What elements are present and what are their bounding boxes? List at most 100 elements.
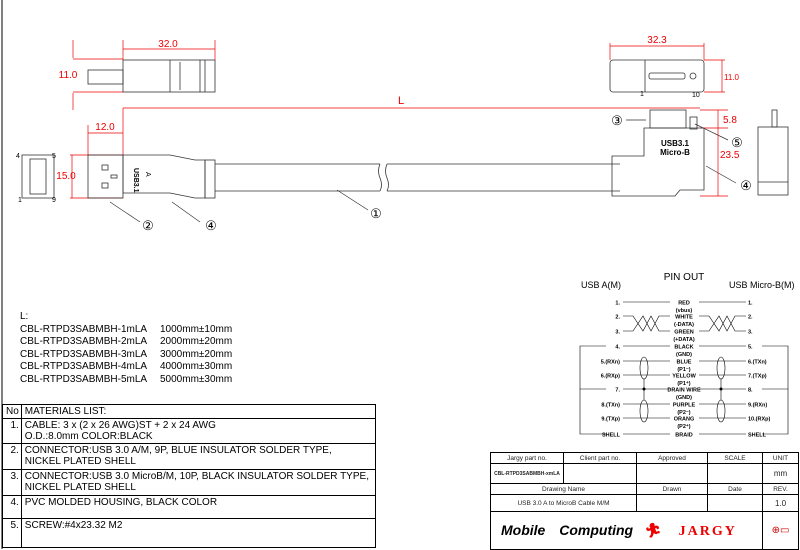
material-line-2: NICKEL PLATED SHELL — [24, 482, 136, 493]
callout-3: ③ — [611, 113, 623, 128]
wire-color: DRAIN WIRE — [667, 388, 701, 394]
pin-left-label: 9.(TXp) — [601, 417, 620, 423]
material-row: 3.CONNECTOR:USB 3.0 MicroB/M, 10P, BLACK… — [2, 469, 377, 496]
material-line-1: SCREW:#4x23.32 M2 — [24, 520, 123, 531]
rev-header: REV. — [762, 483, 799, 495]
length-value: 2000mm±20mm — [160, 336, 233, 348]
approved-header: Approved — [636, 452, 708, 464]
dim-b-height: 11.0 — [724, 73, 740, 82]
materials-header: MATERIALS LIST: — [20, 404, 377, 419]
length-part: CBL-RTPD3SABMBH-3mLA — [20, 348, 148, 360]
junction-dot — [642, 387, 646, 391]
callout-2: ② — [142, 218, 154, 233]
pin-right-label: 6.(TXn) — [748, 360, 767, 366]
a-pin-5: 5 — [52, 153, 56, 160]
pin-right-label: 3. — [748, 330, 753, 336]
pinout-right-title: USB Micro-B(M) — [729, 280, 795, 290]
material-row: 4.PVC MOLDED HOUSING, BLACK COLOR — [2, 495, 377, 519]
callout-4: ④ — [205, 218, 217, 233]
pin-right-label: SHELL — [748, 433, 767, 439]
material-row: 1.CABLE: 3 x (2 x 26 AWG)ST + 2 x 24 AWG… — [2, 418, 377, 444]
material-line-2: O.D.:8.0mm COLOR:BLACK — [24, 431, 153, 442]
dim-b-plug: 5.8 — [723, 115, 737, 126]
mobile-logo: Mobile — [501, 521, 546, 538]
material-no: 5. — [2, 518, 22, 548]
micro-b-marking: USB3.1 — [661, 139, 690, 148]
shield-pair — [716, 399, 726, 423]
dim-cable-length: L — [398, 95, 404, 107]
micro-b-dimensions — [609, 43, 728, 197]
a-pin-4: 4 — [16, 153, 20, 160]
material-no: 2. — [2, 443, 22, 470]
unit-header: UNIT — [762, 452, 799, 464]
pin-right-label: 7.(TXp) — [748, 374, 767, 380]
dim-a-width: 15.0 — [56, 171, 76, 182]
usb-a-top-view — [87, 59, 216, 93]
wire-color: WHITE — [675, 315, 693, 321]
length-part: CBL-RTPD3SABMBH-4mLA — [20, 361, 148, 373]
material-line-1: CABLE: 3 x (2 x 26 AWG)ST + 2 x 24 AWG — [24, 420, 216, 431]
usb-a-marking-type: A — [144, 172, 151, 177]
callout-1: ① — [370, 206, 382, 221]
client-part-header: Client part no. — [563, 452, 637, 464]
pin-right-label: 8. — [748, 388, 753, 394]
drawing-name-value: USB 3.0 A to MicroB Cable M/M — [490, 494, 637, 512]
material-line-1: CONNECTOR:USB 3.0 MicroB/M, 10P, BLACK I… — [24, 471, 369, 482]
pin-right-label: 10.(RXp) — [748, 417, 770, 423]
wire-signal: (GND) — [676, 395, 692, 401]
runner-icon: 🏃︎ — [643, 521, 661, 538]
material-line-2: NICKEL PLATED SHELL — [24, 456, 136, 467]
callout-5: ⑤ — [731, 135, 743, 150]
usb-a-marking: USB3.1 — [132, 168, 139, 193]
title-block: Jargy part no. Client part no. Approved … — [490, 452, 799, 550]
material-line-1: CONNECTOR:USB 3.0 A/M, 9P, BLUE INSULATO… — [24, 445, 332, 456]
a-pin-1: 1 — [18, 197, 22, 204]
shield-pair — [716, 356, 726, 380]
dim-b-length: 32.3 — [647, 35, 667, 46]
micro-b-top-view — [609, 59, 705, 93]
dim-a-length: 32.0 — [158, 39, 178, 50]
a-pin-9: 9 — [52, 197, 56, 204]
date-header: Date — [707, 483, 763, 495]
pinout-left-title: USB A(M) — [581, 280, 621, 290]
pin-left-label: SHELL — [602, 433, 621, 439]
logo-strip: Mobile Computing 🏃︎ JARGY — [490, 511, 763, 550]
wire-color: BLUE — [677, 360, 692, 366]
twisted-pair — [699, 315, 746, 332]
dim-b-width: 23.5 — [720, 150, 740, 161]
dim-a-height: 11.0 — [59, 70, 78, 81]
length-row: CBL-RTPD3SABMBH-2mLA 2000mm±20mm — [20, 336, 232, 349]
wire-color: PURPLE — [673, 403, 696, 409]
wire-color: ORANG — [674, 417, 694, 423]
dim-a-plug: 12.0 — [95, 122, 115, 133]
callout-leaders — [109, 119, 737, 223]
projection-symbol-icon: ⊕▭ — [762, 511, 799, 550]
b-pin-10: 10 — [692, 92, 700, 99]
usb-a-side-view — [87, 154, 620, 199]
length-part: CBL-RTPD3SABMBH-2mLA — [20, 336, 148, 348]
wire-signal: (vbus) — [676, 308, 693, 314]
rev-value: 1.0 — [762, 494, 799, 512]
pin-right-label: 2. — [748, 315, 753, 321]
callout-4b: ④ — [740, 178, 752, 193]
materials-no-header: No — [2, 404, 22, 419]
scale-header: SCALE — [707, 452, 763, 464]
material-no: 3. — [2, 469, 22, 496]
pin-right-label: 9.(RXn) — [748, 403, 767, 409]
wire-signal: (P2⁺) — [677, 423, 690, 430]
pin-left-label: 6.(RXp) — [601, 374, 620, 380]
pinout-title: PIN OUT — [664, 272, 705, 283]
junction-dot — [719, 387, 723, 391]
wire-color: YELLOW — [672, 374, 696, 380]
material-no: 1. — [2, 418, 22, 444]
wire-signal: (+DATA) — [673, 337, 695, 343]
jargy-part-header: Jargy part no. — [490, 452, 564, 464]
length-value: 1000mm±10mm — [160, 323, 233, 335]
drawn-header: Drawn — [636, 483, 708, 495]
pin-left-label: 4. — [615, 345, 620, 351]
material-no: 4. — [2, 495, 22, 519]
